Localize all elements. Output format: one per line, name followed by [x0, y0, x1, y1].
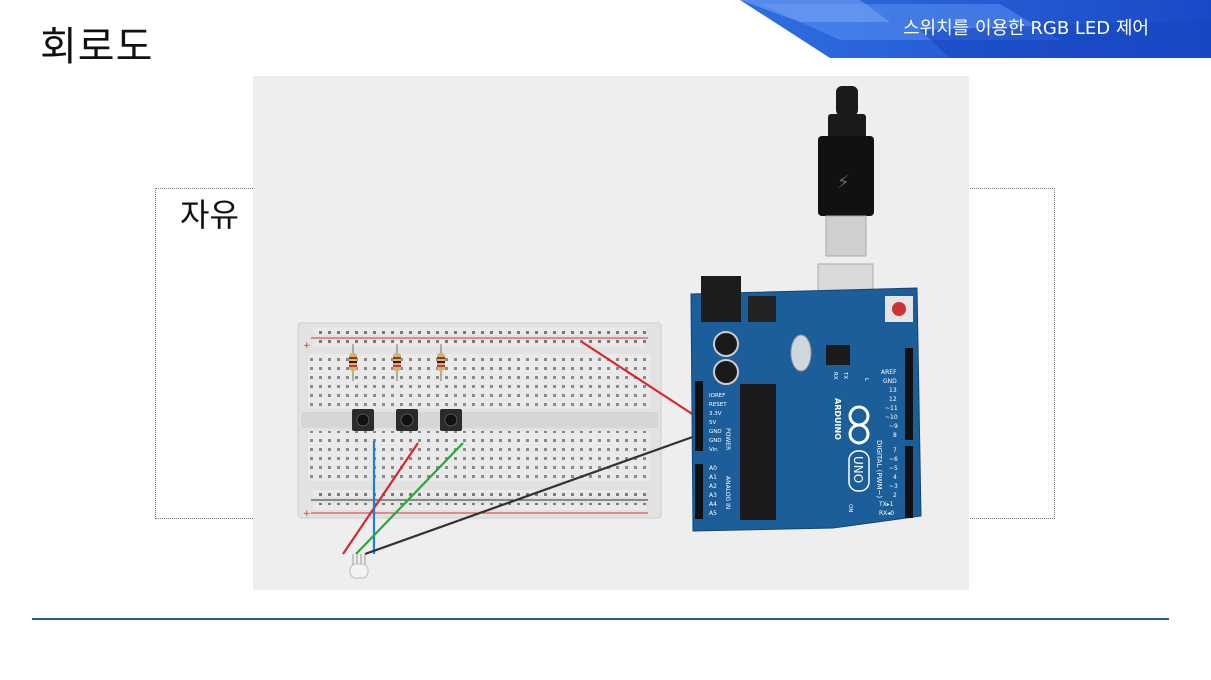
power-pin-label: GND: [709, 429, 722, 435]
analog-pin-label: A3: [709, 492, 717, 499]
resistor: [393, 344, 401, 381]
arduino-board: IOREF RESET 3.3V 5V GND GND Vin POWER A0…: [690, 276, 922, 532]
power-pin-label: GND: [709, 438, 722, 444]
power-pin-label: 3.3V: [709, 411, 722, 417]
footer-divider: [32, 618, 1169, 620]
digital-pin-label: ~9: [889, 423, 898, 430]
wire-red: [342, 442, 419, 555]
resistor: [349, 344, 357, 381]
digital-section-label: DIGITAL (PWM~): [875, 440, 883, 498]
circuit-diagram-image: + +: [253, 76, 969, 590]
board-model: UNO: [851, 456, 865, 483]
wire-green: [355, 442, 464, 555]
push-button: [396, 409, 418, 431]
header-banner: [740, 0, 1211, 58]
digital-pin-label: RX◂0: [879, 510, 894, 517]
power-section-label: POWER: [724, 428, 731, 450]
digital-pin-label: ~10: [885, 414, 898, 421]
digital-pin-label: 12: [889, 396, 897, 403]
power-pin-label: RESET: [709, 402, 727, 408]
analog-pin-label: A4: [709, 501, 717, 508]
banner-title: 스위치를 이용한 RGB LED 제어: [903, 18, 1149, 39]
led-label: TX: [842, 371, 848, 379]
analog-pin-label: A1: [709, 474, 717, 481]
digital-pin-label: GND: [883, 378, 897, 385]
svg-text:+: +: [303, 509, 311, 519]
digital-pin-label: 13: [889, 387, 897, 394]
usb-cable: ⚡: [817, 86, 874, 325]
analog-pin-label: A0: [709, 465, 717, 472]
wire-red: [581, 341, 704, 422]
circuit-svg: + +: [297, 86, 922, 579]
slide-title: 회로도: [40, 24, 154, 70]
digital-pin-label: 7: [893, 447, 897, 454]
power-pin-label: Vin: [709, 447, 718, 453]
digital-pin-label: AREF: [881, 369, 897, 376]
power-pin-label: 5V: [709, 420, 716, 426]
push-button: [440, 409, 462, 431]
power-pin-label: IOREF: [709, 393, 725, 399]
arduino-logo-icon: [848, 405, 870, 445]
digital-pin-label: 4: [893, 474, 897, 481]
digital-pin-label: ~3: [889, 483, 898, 490]
svg-text:+: +: [303, 341, 311, 351]
push-button: [352, 409, 374, 431]
on-label: ON: [847, 504, 853, 512]
analog-pin-label: A2: [709, 483, 717, 490]
resistor: [437, 344, 445, 381]
digital-pin-label: ~6: [889, 456, 898, 463]
placeholder-text: 자유: [180, 196, 239, 234]
digital-pin-label: 2: [893, 492, 897, 499]
board-brand: ARDUINO: [833, 398, 842, 440]
svg-text:⚡: ⚡: [837, 172, 850, 193]
led-label: L: [863, 378, 869, 382]
led-label: RX: [832, 372, 838, 380]
digital-pin-label: TX▸1: [878, 501, 894, 508]
analog-section-label: ANALOG IN: [724, 476, 731, 509]
wire-black: [364, 432, 702, 556]
digital-pin-label: ~11: [885, 405, 898, 412]
rgb-led: [349, 554, 369, 579]
digital-pin-label: ~5: [889, 465, 898, 472]
digital-pin-label: 8: [893, 432, 897, 439]
breadboard: + +: [297, 322, 662, 519]
analog-pin-label: A5: [709, 510, 717, 517]
